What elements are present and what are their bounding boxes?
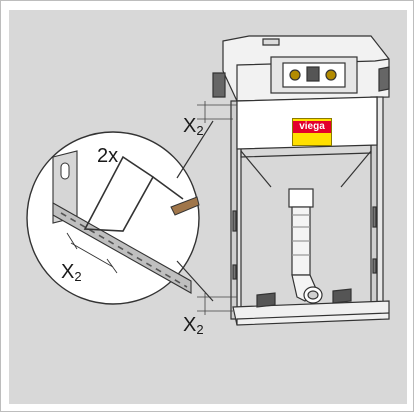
dimension-lines [197,101,237,315]
dimension-label-top: X2 [183,115,204,138]
detail-callout [26,120,214,305]
drain-pipe [288,188,323,304]
brand-logo: viega [292,118,332,146]
multiplier-label: 2x [97,145,119,167]
dimension-label-bottom: X2 [183,314,204,337]
dimension-label-detail: X2 [61,261,82,284]
